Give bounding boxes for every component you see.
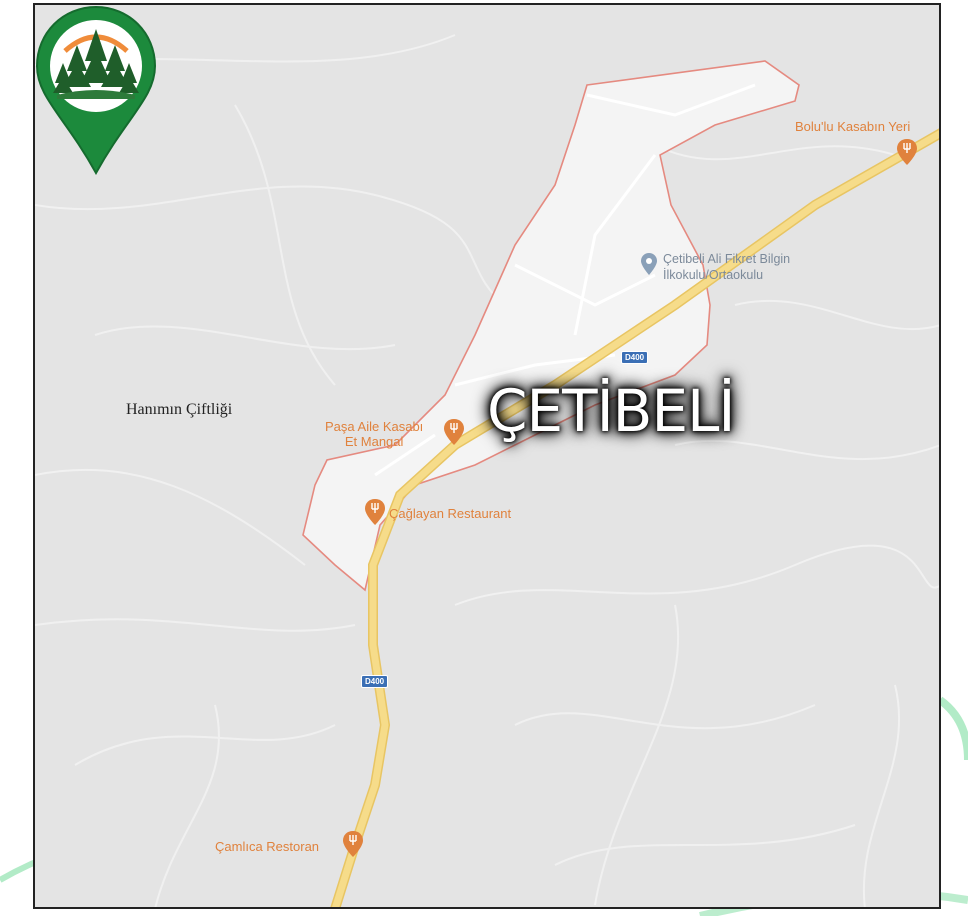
road-shield: D400 (361, 675, 389, 688)
poi-label[interactable]: Paşa Aile Kasabı Et Mangal (325, 419, 423, 449)
poi-label[interactable]: Çağlayan Restaurant (389, 506, 512, 521)
school-label-line2: İlkokulu/Ortaokulu (663, 268, 764, 282)
restaurant-icon[interactable] (897, 139, 917, 165)
map-view[interactable]: Bolu'lu Kasabın Yeri Paşa Aile Kasabı Et… (33, 3, 941, 909)
restaurant-icon[interactable] (444, 419, 464, 445)
restaurant-icon[interactable] (365, 499, 385, 525)
poi-label[interactable]: Bolu'lu Kasabın Yeri (795, 119, 911, 134)
school-label[interactable]: Çetibeli Ali Fikret Bilgin İlkokulu/Orta… (663, 251, 790, 283)
map-pin-forest-icon[interactable] (35, 5, 157, 175)
poi-label-line1: Paşa Aile Kasabı (325, 419, 424, 434)
town-boundary (302, 60, 800, 592)
town-label: ÇETİBELİ (487, 377, 736, 445)
school-label-line1: Çetibeli Ali Fikret Bilgin (663, 252, 791, 266)
school-pin-icon[interactable] (641, 253, 657, 275)
restaurant-icon[interactable] (343, 831, 363, 857)
poi-label-line2: Et Mangal (344, 434, 404, 449)
map-canvas (35, 34, 939, 907)
road-shield: D400 (621, 351, 649, 364)
farm-label: Hanımın Çiftliği (126, 401, 233, 418)
poi-label[interactable]: Çamlıca Restoran (215, 839, 320, 854)
